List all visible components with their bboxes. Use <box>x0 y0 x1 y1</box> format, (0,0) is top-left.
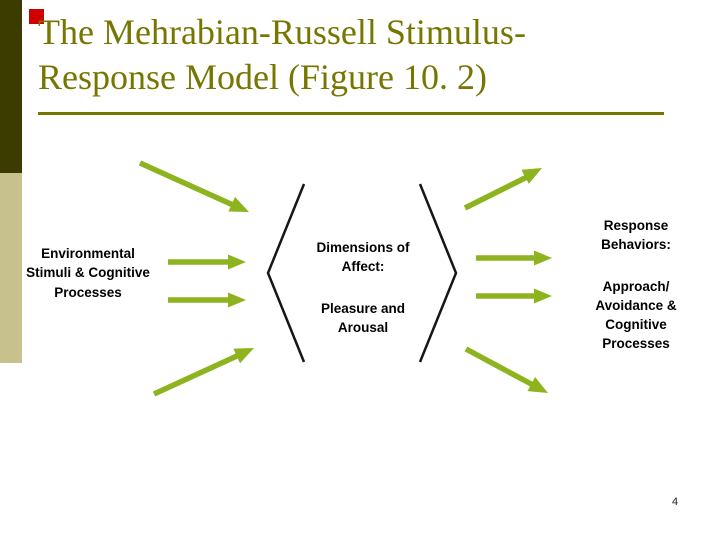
environmental-stimuli-line: Processes <box>54 284 122 300</box>
red-accent-square <box>29 9 44 24</box>
slide-title: The Mehrabian-Russell Stimulus- Response… <box>38 10 678 100</box>
accent-bar-top <box>0 0 22 173</box>
arrow-bottom-left-diagonal <box>152 348 254 397</box>
response-body-line: Approach/ <box>602 278 670 294</box>
arrow-left-horizontal-lower <box>168 292 246 308</box>
response-heading-line: Behaviors: <box>601 237 671 253</box>
arrow-left-horizontal-upper <box>168 254 246 270</box>
response-body-line: Cognitive <box>605 317 667 333</box>
dimensions-body-line: Pleasure and <box>320 300 406 316</box>
arrow-right-horizontal-lower <box>476 288 552 304</box>
page-number: 4 <box>672 496 679 508</box>
dimensions-body: Pleasure and Arousal <box>292 299 434 338</box>
response-behaviors-box: Response Behaviors: Approach/ Avoidance … <box>566 216 706 354</box>
arrow-bottom-right-diagonal <box>464 346 548 393</box>
response-body-line: Avoidance & <box>595 297 677 313</box>
arrow-right-horizontal-upper <box>476 250 552 266</box>
slide-title-line-1: The Mehrabian-Russell Stimulus- <box>38 12 526 52</box>
environmental-stimuli-line: Stimuli & Cognitive <box>26 265 150 281</box>
title-underline <box>38 112 664 115</box>
arrow-top-right-diagonal <box>463 168 542 211</box>
response-body-line: Processes <box>602 336 670 352</box>
dimensions-heading-line: Affect: <box>341 259 385 275</box>
dimensions-of-affect-box: Dimensions of Affect: Pleasure and Arous… <box>292 238 434 337</box>
response-heading: Response Behaviors: <box>566 216 706 255</box>
accent-bar-bottom <box>0 173 22 363</box>
response-body: Approach/ Avoidance & Cognitive Processe… <box>566 277 706 354</box>
environmental-stimuli-line: Environmental <box>41 246 135 261</box>
arrow-top-left-diagonal <box>138 160 249 212</box>
slide-title-line-2: Response Model (Figure 10. 2) <box>38 57 487 97</box>
dimensions-heading: Dimensions of Affect: <box>292 238 434 277</box>
dimensions-heading-line: Dimensions of <box>316 240 410 255</box>
environmental-stimuli-box: Environmental Stimuli & Cognitive Proces… <box>0 244 176 302</box>
response-heading-line: Response <box>603 218 669 233</box>
dimensions-body-line: Arousal <box>337 319 389 335</box>
